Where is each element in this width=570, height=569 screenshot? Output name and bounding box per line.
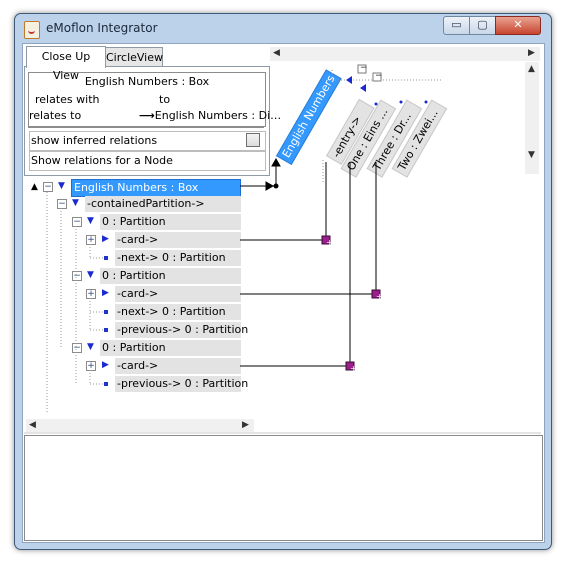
expand-toggle-icon[interactable]: + <box>86 361 96 371</box>
collapse-header-icon[interactable]: − <box>375 71 383 81</box>
show-inferred-checkbox[interactable] <box>246 133 260 147</box>
node-triangle-right-icon: ▶ <box>102 360 109 370</box>
column-header-to[interactable]: to <box>159 93 171 106</box>
scroll-up-arrow-icon[interactable]: ▲ <box>528 64 535 74</box>
tree-node-partition[interactable]: 0 : Partition <box>100 214 241 230</box>
tab-close-up-view[interactable]: Close Up View <box>26 46 106 82</box>
tree-node-previous[interactable]: -previous-> 0 : Partition <box>115 322 249 338</box>
node-triangle-right-icon: ▶ <box>102 234 109 244</box>
junction-dots <box>273 183 279 189</box>
connector-plus-icon[interactable]: + <box>376 292 383 301</box>
tree-node-next[interactable]: -next-> 0 : Partition <box>115 304 241 320</box>
header-horizontal-scrollbar[interactable]: ◀ ▶ <box>270 47 540 61</box>
bottom-panel <box>24 435 543 541</box>
show-inferred-relations-option[interactable]: show inferred relations <box>29 131 266 151</box>
collapse-toggle-icon[interactable]: − <box>43 182 53 192</box>
expand-toggle-icon[interactable]: + <box>86 235 96 245</box>
tree-node-partition[interactable]: 0 : Partition <box>100 268 241 284</box>
collapse-arrow-icon[interactable]: ▲ <box>31 182 38 192</box>
collapse-toggle-icon[interactable]: − <box>57 199 67 209</box>
collapse-header-icon[interactable]: − <box>360 63 368 73</box>
scroll-down-arrow-icon[interactable]: ▼ <box>528 150 535 160</box>
header-vertical-scrollbar[interactable]: ▲ ▼ <box>525 62 539 174</box>
scroll-right-arrow-icon[interactable]: ▶ <box>242 420 249 430</box>
tree-node-partition[interactable]: 0 : Partition <box>100 340 241 356</box>
close-icon: ✕ <box>513 18 523 31</box>
arrow-right-icon: ⟶ <box>139 109 155 122</box>
scroll-left-arrow-icon[interactable]: ◀ <box>29 420 36 430</box>
column-header-relates-with[interactable]: relates with <box>31 92 141 108</box>
window-title: eMoflon Integrator <box>46 21 158 35</box>
tab-circle-view[interactable]: CircleView <box>105 47 163 67</box>
tree-node-card[interactable]: -card-> <box>115 232 241 248</box>
connector-boxes <box>321 235 381 371</box>
close-button[interactable]: ✕ <box>495 16 541 35</box>
tree-node-card[interactable]: -card-> <box>115 286 241 302</box>
collapse-toggle-icon[interactable]: − <box>72 217 82 227</box>
leaf-square-icon <box>104 256 108 260</box>
expand-toggle-icon[interactable]: + <box>86 289 96 299</box>
node-triangle-icon: ▼ <box>72 198 79 208</box>
connector-plus-icon[interactable]: + <box>350 364 357 373</box>
minimize-button[interactable]: ▭ <box>443 16 470 35</box>
tree-node-previous[interactable]: -previous-> 0 : Partition <box>115 376 249 392</box>
node-triangle-icon: ▼ <box>87 216 94 226</box>
node-triangle-icon: ▼ <box>58 181 65 191</box>
connector-plus-icon[interactable]: + <box>326 238 333 247</box>
collapse-toggle-icon[interactable]: − <box>72 343 82 353</box>
leaf-square-icon <box>104 328 108 332</box>
show-relations-for-node-button[interactable]: Show relations for a Node <box>29 151 266 171</box>
relation-type-cell[interactable]: relates to <box>29 109 82 122</box>
divider <box>28 127 264 128</box>
scroll-left-arrow-icon[interactable]: ◀ <box>273 48 280 58</box>
header-markers <box>346 64 428 106</box>
tree-horizontal-scrollbar[interactable]: ◀ ▶ <box>26 419 254 433</box>
leaf-square-icon <box>104 310 108 314</box>
scroll-right-arrow-icon[interactable]: ▶ <box>528 48 535 58</box>
java-app-icon <box>24 21 40 39</box>
tree-node-root[interactable]: English Numbers : Box <box>71 179 241 197</box>
minimize-icon: ▭ <box>451 18 462 31</box>
leaf-square-icon <box>104 382 108 386</box>
tree-node-contained-partition[interactable]: -containedPartition-> <box>85 196 241 212</box>
node-triangle-icon: ▼ <box>87 270 94 280</box>
split-pane-divider[interactable] <box>24 432 541 434</box>
collapse-toggle-icon[interactable]: − <box>72 271 82 281</box>
maximize-icon: ▢ <box>477 18 488 31</box>
tree-node-card[interactable]: -card-> <box>115 358 241 374</box>
node-triangle-right-icon: ▶ <box>102 288 109 298</box>
node-triangle-icon: ▼ <box>87 342 94 352</box>
relation-target-cell[interactable]: ⟶English Numbers : Di… <box>139 109 282 122</box>
tree-node-next[interactable]: -next-> 0 : Partition <box>115 250 241 266</box>
